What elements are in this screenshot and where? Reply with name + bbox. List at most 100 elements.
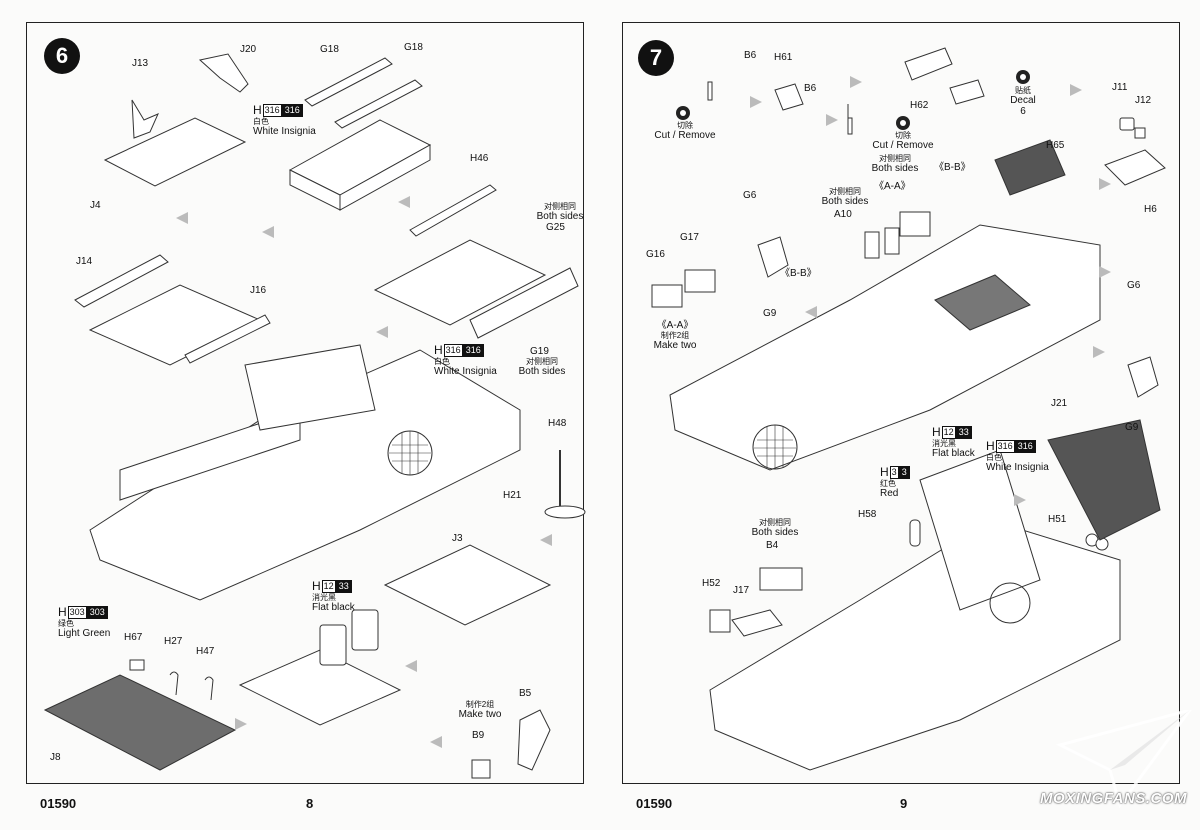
note-cn: 对侧相同	[829, 187, 861, 196]
label-j17: J17	[733, 585, 750, 596]
color-cn: 白色	[434, 357, 450, 366]
part-h58	[909, 519, 921, 547]
paper-plane-watermark-icon	[1055, 710, 1192, 809]
seat-left	[319, 624, 347, 666]
color-letter: H	[932, 425, 941, 439]
arrow-5	[540, 534, 552, 546]
label-j3: J3	[452, 533, 463, 544]
note-en: Make two	[653, 340, 697, 351]
page-number: 8	[306, 796, 314, 811]
note-cn: 对侧相同	[526, 357, 558, 366]
watermark-text: MOXINGFANS.COM	[1040, 790, 1188, 807]
note-en: Cut / Remove	[872, 140, 934, 151]
label-j20: J20	[240, 44, 257, 55]
color-cn: 红色	[880, 479, 896, 488]
part-h61	[774, 83, 804, 111]
part-h46	[409, 184, 497, 237]
cut-remove-icon	[896, 116, 910, 130]
arrow-4	[1070, 84, 1082, 96]
part-j13	[131, 99, 159, 139]
note-decal: 贴纸 Decal 6	[1003, 86, 1043, 117]
part-a10-b	[884, 227, 900, 255]
decal-icon	[1016, 70, 1030, 84]
part-g16	[651, 284, 683, 308]
section-label-aa-1: 《A-A》	[874, 181, 911, 192]
label-g18-a: G18	[320, 44, 339, 55]
label-j16: J16	[250, 285, 267, 296]
label-g9-a: G9	[763, 308, 777, 319]
color-code-b: 33	[335, 580, 352, 593]
arrow-6	[235, 718, 247, 730]
note-cut-remove-2: 切除 Cut / Remove	[868, 131, 938, 151]
part-h47	[204, 676, 214, 701]
part-h6	[1104, 149, 1166, 186]
note-en: Both sides	[751, 527, 799, 538]
label-g17: G17	[680, 232, 699, 243]
color-code-b: 316	[462, 344, 484, 357]
color-code-b: 303	[86, 606, 108, 619]
assembly-illustration-step-7	[651, 47, 1166, 771]
note-both-sides-2: 对侧相同 Both sides	[512, 357, 572, 377]
label-j12: J12	[1135, 95, 1152, 106]
hatch-grid-lower	[989, 582, 1031, 624]
color-code-a: 316	[443, 344, 463, 357]
color-en: Red	[880, 488, 899, 499]
note-en: Both sides	[821, 196, 869, 207]
part-b4	[759, 567, 803, 591]
label-a10: A10	[834, 209, 852, 220]
label-j4: J4	[90, 200, 101, 211]
color-en: Light Green	[58, 628, 111, 639]
note-cn: 对侧相同	[544, 202, 576, 211]
note-cn: 切除	[895, 131, 911, 140]
part-g18-a	[304, 57, 393, 107]
arrow-3	[850, 76, 862, 88]
label-h58: H58	[858, 509, 877, 520]
arrow-5	[1099, 178, 1111, 190]
note-en: Decal	[1010, 95, 1036, 106]
arrow-7	[1093, 346, 1105, 358]
part-box	[899, 211, 931, 237]
note-cut-remove-1: 切除 Cut / Remove	[650, 121, 720, 141]
left-instruction-page: 6	[26, 22, 586, 811]
part-b6-a	[707, 81, 713, 101]
part-g25	[469, 267, 579, 339]
color-code-a: 303	[67, 606, 87, 619]
part-j20	[198, 53, 249, 93]
assembly-illustration-step-6	[43, 53, 586, 779]
part-g9-b	[1127, 356, 1159, 398]
label-g6-a: G6	[743, 190, 757, 201]
seat-right	[351, 609, 379, 651]
note-en: Make two	[458, 709, 502, 720]
part-h62-bracket	[949, 79, 985, 105]
part-g9-a	[757, 236, 789, 278]
color-code-b: 316	[1014, 440, 1036, 453]
color-letter: H	[58, 605, 67, 619]
seat-assembly	[244, 344, 376, 431]
part-h27	[169, 671, 179, 696]
label-g16: G16	[646, 249, 665, 260]
part-j21	[1047, 419, 1161, 541]
color-en: White Insignia	[434, 366, 497, 377]
label-b5: B5	[519, 688, 532, 699]
part-j11	[1119, 117, 1135, 131]
floor-j8-light-green	[43, 674, 237, 771]
cut-remove-icon	[676, 106, 690, 120]
label-h27: H27	[164, 636, 183, 647]
note-make-two: 制作2组 Make two	[455, 700, 505, 720]
left-page-frame	[26, 22, 584, 784]
note-cn: 制作2组	[465, 700, 495, 709]
interior-panel	[919, 449, 1041, 611]
label-h46: H46	[470, 153, 489, 164]
section-label-bb-1: 《B-B》	[934, 162, 971, 173]
note-section-aa-make-two: 《A-A》 制作2组 Make two	[640, 320, 710, 351]
arrow-8	[1014, 494, 1026, 506]
section-label-bb-2: 《B-B》	[780, 268, 817, 279]
arrow-6	[1099, 266, 1111, 278]
part-j16	[184, 314, 271, 364]
part-g17	[684, 269, 716, 293]
color-cn: 白色	[253, 117, 269, 126]
color-letter: H	[253, 103, 262, 117]
